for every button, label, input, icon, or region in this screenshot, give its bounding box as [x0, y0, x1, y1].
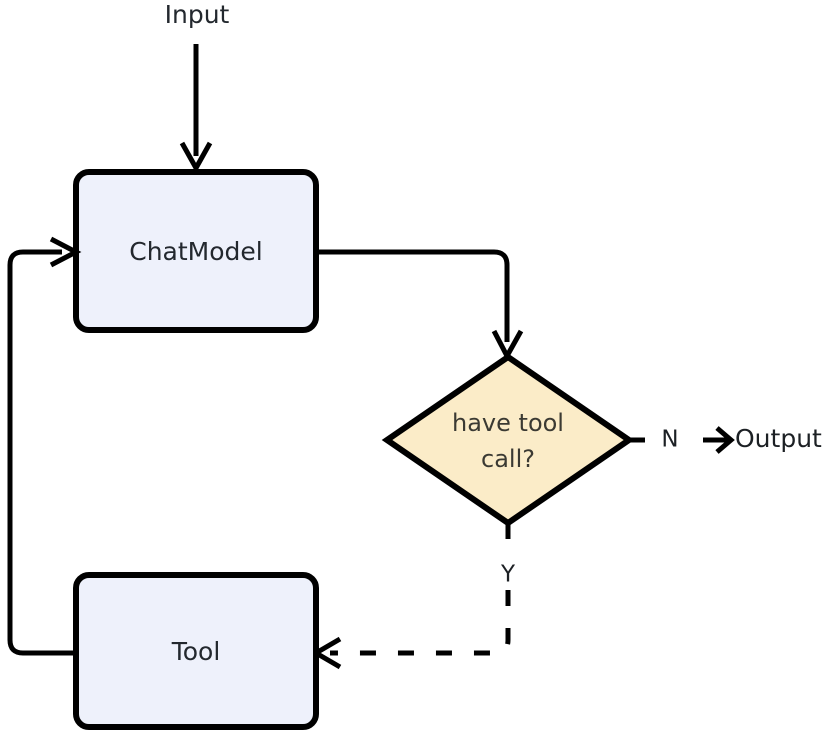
edge-decision-yes-to-tool: Y — [311, 523, 516, 670]
chatmodel-label: ChatModel — [129, 237, 262, 266]
edge-decision-no-to-output — [629, 426, 735, 454]
edge-chatmodel-to-decision-line — [316, 249, 510, 342]
edge-label-no: N — [661, 427, 678, 453]
edge-input-to-chatmodel-arrowhead — [179, 141, 213, 174]
edge-chatmodel-to-decision — [316, 249, 524, 362]
node-decision-have-tool-call[interactable]: have tool call? — [381, 353, 635, 527]
decision-diamond-shape — [381, 353, 635, 527]
output-label: Output — [735, 424, 822, 453]
tool-label: Tool — [171, 637, 221, 666]
edge-tool-to-chatmodel-line — [7, 249, 76, 656]
node-tool[interactable]: Tool — [73, 572, 319, 730]
node-input: Input — [165, 0, 230, 29]
edge-no-to-output-arrowhead — [715, 426, 735, 454]
edge-input-to-chatmodel — [179, 44, 213, 174]
edge-label-yes: Y — [500, 562, 516, 588]
edge-decision-yes-line-lower — [330, 590, 511, 656]
node-output: Output — [735, 424, 822, 453]
node-chatmodel[interactable]: ChatModel — [73, 169, 319, 333]
decision-label-line-2: call? — [481, 445, 535, 473]
edge-tool-to-chatmodel-arrowhead — [49, 236, 82, 268]
input-label: Input — [165, 0, 230, 29]
decision-label-line-1: have tool — [452, 409, 564, 437]
edge-tool-to-chatmodel — [7, 236, 82, 656]
